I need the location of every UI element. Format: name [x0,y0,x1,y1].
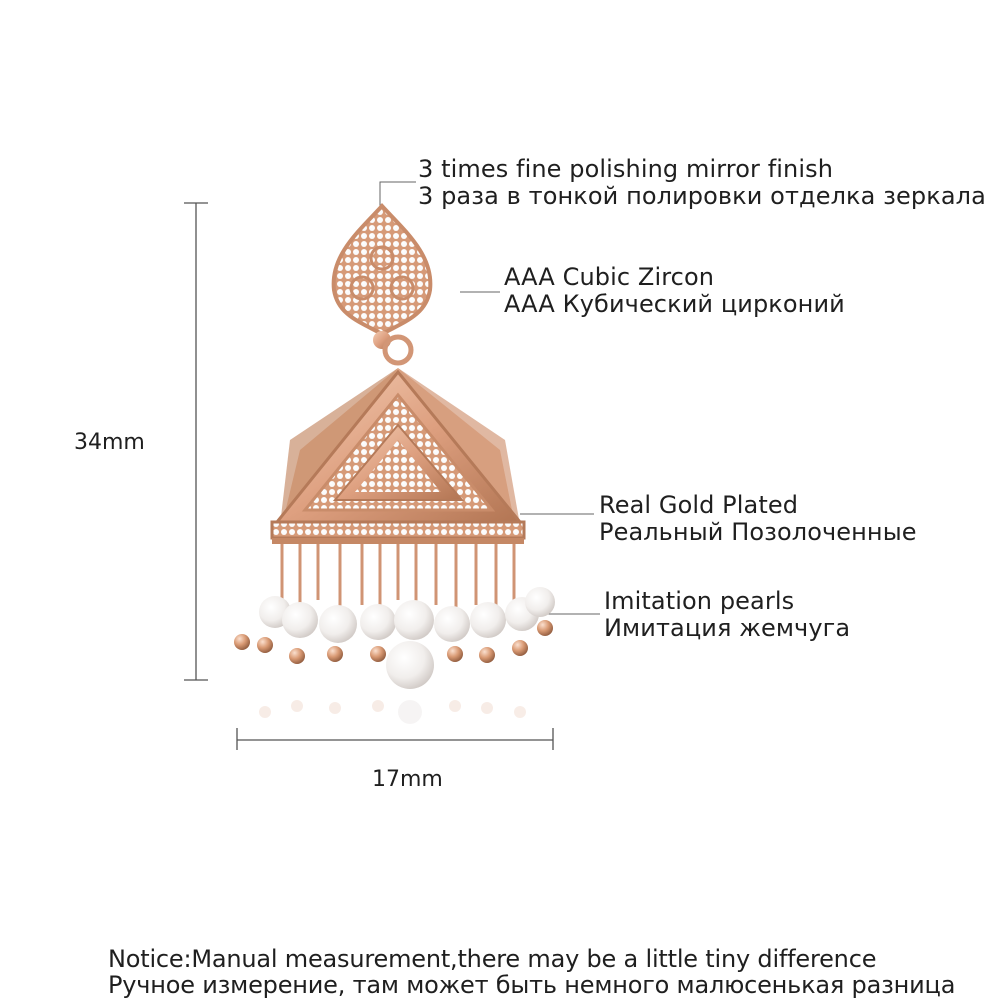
gold-label: Real Gold Plated Реальный Позолоченные [599,492,917,546]
height-dimension-label: 34mm [74,430,145,455]
pearls-label: Imitation pearls Имитация жемчуга [604,588,850,642]
polish-label: 3 times fine polishing mirror finish 3 р… [418,156,986,210]
polish-label-ru: 3 раза в тонкой полировки отделка зеркал… [418,182,986,210]
pearls-label-ru: Имитация жемчуга [604,614,851,642]
zircon-label-ru: AAA Кубический цирконий [504,290,845,318]
notice-ru: Ручное измерение, там может быть немного… [108,971,956,999]
height-dimension-line [184,202,208,681]
pearls-label-en: Imitation pearls [604,587,795,615]
polish-label-en: 3 times fine polishing mirror finish [418,155,834,183]
zircon-label: AAA Cubic Zircon AAA Кубический цирконий [504,264,845,318]
gold-label-en: Real Gold Plated [599,491,799,519]
notice-en: Notice:Manual measurement,there may be a… [108,945,877,973]
earring-illustration [234,203,555,724]
zircon-label-en: AAA Cubic Zircon [504,263,715,291]
width-dimension-label: 17mm [372,767,443,792]
gold-label-ru: Реальный Позолоченные [599,518,917,546]
width-dimension-line [236,728,554,750]
